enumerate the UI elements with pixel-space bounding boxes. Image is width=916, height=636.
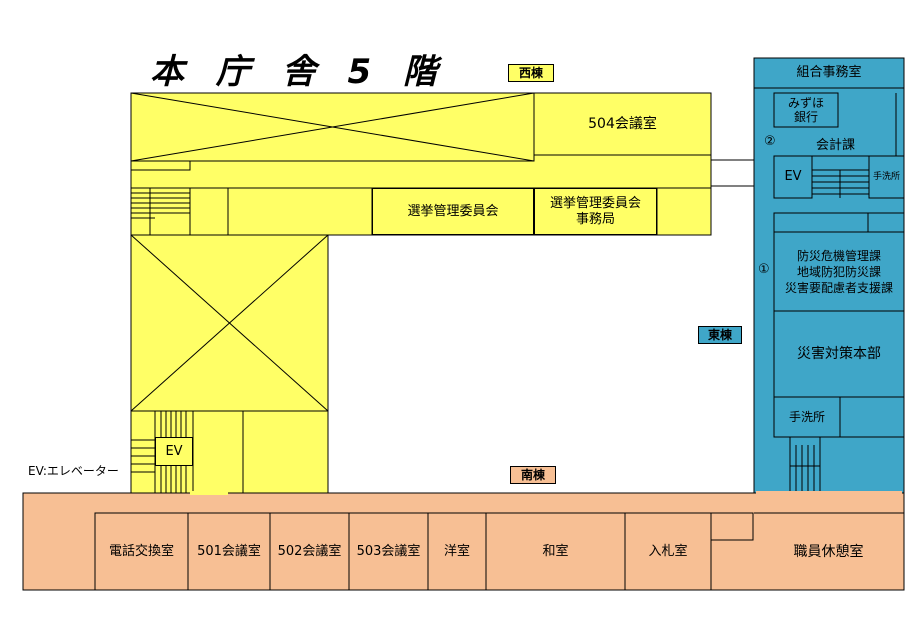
corridor-line xyxy=(131,154,711,171)
west-wing-tag: 西棟 xyxy=(508,64,554,82)
room-504[interactable]: 504会議室 xyxy=(588,116,657,132)
east-restroom-room xyxy=(868,155,905,199)
east-stairs xyxy=(812,169,869,198)
room-union-office[interactable]: 組合事務室 xyxy=(796,65,862,80)
west-lower-stairs xyxy=(131,411,187,493)
west-south-opening xyxy=(190,491,228,495)
page-title: 本 庁 舎 5 階 xyxy=(150,52,448,92)
void-cross-line xyxy=(130,92,535,162)
west-ev: EV xyxy=(155,437,193,466)
room-western[interactable]: 洋室 xyxy=(443,543,470,559)
room-election-office[interactable]: 選挙管理委員会 事務局 xyxy=(534,188,657,235)
void-cross-line xyxy=(130,234,329,412)
marker-1: ① xyxy=(758,262,770,277)
east-south-opening xyxy=(756,491,902,495)
east-bank-room xyxy=(773,92,839,128)
east-wing-tag: 東棟 xyxy=(698,326,742,344)
room-disaster-hq[interactable]: 災害対策本部 xyxy=(797,346,881,362)
room-staff-lounge[interactable]: 職員休憩室 xyxy=(793,543,864,560)
room-restroom-bottom[interactable]: 手洗所 xyxy=(788,410,825,424)
south-wing-area xyxy=(22,492,905,591)
room-restroom-top[interactable]: 手洗所 xyxy=(872,172,900,182)
ev-legend: EV:エレベーター xyxy=(28,464,119,478)
east-ev-room xyxy=(773,155,813,199)
room-telephone[interactable]: 電話交換室 xyxy=(108,543,174,559)
east-wing-area xyxy=(753,57,905,494)
room-election-committee[interactable]: 選挙管理委員会 xyxy=(372,188,534,235)
room-503[interactable]: 503会議室 xyxy=(356,543,421,559)
west-stairs xyxy=(131,188,190,235)
marker-2: ② xyxy=(764,134,776,149)
room-bidding[interactable]: 入札室 xyxy=(648,543,688,559)
room-mizuho-bank[interactable]: みずほ 銀行 xyxy=(787,96,824,124)
west-room-end xyxy=(656,187,712,236)
room-501[interactable]: 501会議室 xyxy=(197,543,261,559)
room-502[interactable]: 502会議室 xyxy=(277,543,342,559)
room-disaster-depts[interactable]: 防災危機管理課 地域防犯防災課 災害要配慮者支援課 xyxy=(784,248,893,295)
east-ev: EV xyxy=(784,169,802,184)
west-large-void xyxy=(130,234,329,412)
room-japanese[interactable]: 和室 xyxy=(542,543,569,559)
room-accounting[interactable]: 会計課 xyxy=(816,138,856,153)
east-lower-stairs xyxy=(789,437,821,493)
south-wing-tag: 南棟 xyxy=(510,466,556,484)
